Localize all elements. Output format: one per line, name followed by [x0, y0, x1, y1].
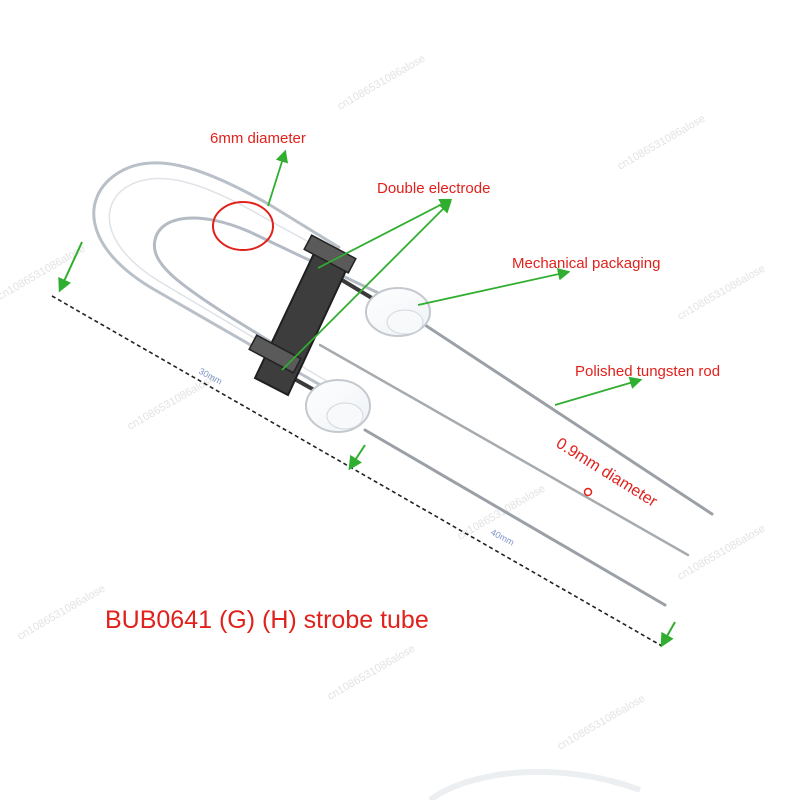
- outer-glass-tube: [92, 161, 356, 407]
- dimension-end-arrow-left: [58, 241, 83, 293]
- watermark: cn1086531086alose: [616, 113, 708, 173]
- watermark: cn1086531086alose: [676, 523, 768, 583]
- watermark: cn1086531086alose: [336, 53, 428, 113]
- label-electrode: Double electrode: [377, 180, 490, 197]
- tungsten-rod-upper: [423, 323, 714, 516]
- packaging-cap-lower: [305, 379, 371, 433]
- watermark: cn1086531086alose: [16, 583, 108, 643]
- packaging-cap-upper: [365, 287, 431, 337]
- tube-diameter-circle: [212, 201, 274, 251]
- arrow-electrode-lower: [281, 200, 452, 371]
- arrow-tungsten-rod: [554, 376, 643, 406]
- dimension-mid-arrow: [348, 444, 366, 471]
- watermark: cn1086531086alose: [0, 243, 87, 303]
- rod-diameter-marker: [583, 487, 593, 497]
- label-tube-diameter: 6mm diameter: [210, 130, 306, 147]
- arrow-packaging: [417, 268, 571, 306]
- watermark: cn1086531086alose: [556, 693, 648, 753]
- product-title: BUB0641 (G) (H) strobe tube: [105, 606, 429, 634]
- tungsten-rod-middle: [318, 343, 690, 557]
- label-dimension-40mm: 40mm: [489, 527, 516, 548]
- outer-glass-tube-inner: [108, 177, 351, 396]
- watermark-layer: cn1086531086alose cn1086531086alose cn10…: [0, 53, 767, 753]
- watermark: cn1086531086alose: [676, 263, 768, 323]
- dimension-end-arrow-right: [660, 621, 676, 648]
- reflection-arc: [428, 768, 642, 800]
- mounting-bracket: [248, 234, 357, 397]
- label-tungsten-rod: Polished tungsten rod: [575, 363, 720, 380]
- tungsten-rod-lower: [363, 428, 667, 607]
- arrow-tube-diameter: [267, 149, 288, 207]
- watermark: cn1086531086alose: [126, 373, 218, 433]
- arrow-electrode-upper: [317, 198, 453, 269]
- watermark: cn1086531086alose: [326, 643, 418, 703]
- label-packaging: Mechanical packaging: [512, 255, 660, 272]
- dimension-line: [51, 295, 663, 647]
